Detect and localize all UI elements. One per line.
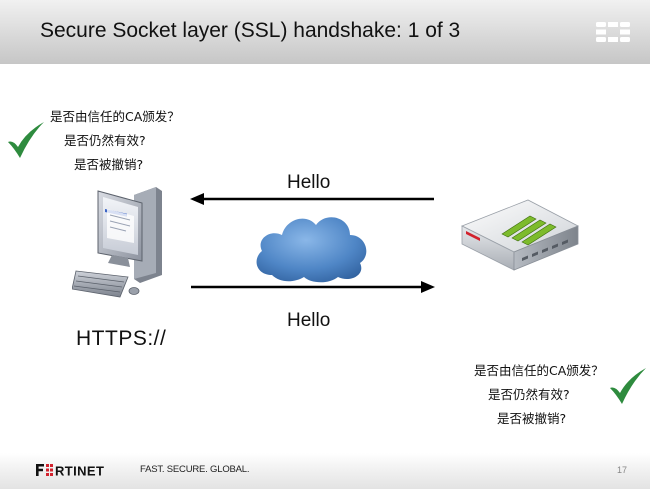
server-question-ca: 是否由信任的CA颁发？	[474, 363, 604, 378]
checkmark-icon	[8, 122, 44, 158]
fortinet-logo: RTINET	[36, 464, 104, 476]
server-question-valid: 是否仍然有效?	[488, 387, 570, 402]
client-computer-icon	[72, 187, 162, 298]
footer-tagline: FAST. SECURE. GLOBAL.	[140, 464, 250, 475]
client-question-revoked: 是否被撤销?	[74, 157, 144, 172]
client-question-ca: 是否由信任的CA颁发？	[50, 109, 180, 124]
page-number: 17	[617, 465, 628, 475]
svg-text:RTINET: RTINET	[55, 464, 104, 476]
server-question-revoked: 是否被撤销?	[497, 411, 567, 426]
client-protocol-label: HTTPS://	[76, 327, 167, 350]
arrow-bottom-label: Hello	[287, 310, 331, 331]
slide-footer	[0, 453, 650, 489]
fortinet-mark-icon	[596, 22, 630, 42]
slide-title: Secure Socket layer (SSL) handshake: 1 o…	[40, 19, 461, 42]
cloud-icon	[256, 217, 367, 283]
arrow-left-icon	[190, 193, 434, 205]
client-question-valid: 是否仍然有效?	[64, 133, 146, 148]
arrow-right-icon	[191, 281, 435, 293]
server-appliance-icon	[461, 199, 579, 271]
arrow-top-label: Hello	[287, 172, 331, 193]
slide-header	[0, 0, 650, 64]
checkmark-icon	[610, 368, 646, 404]
